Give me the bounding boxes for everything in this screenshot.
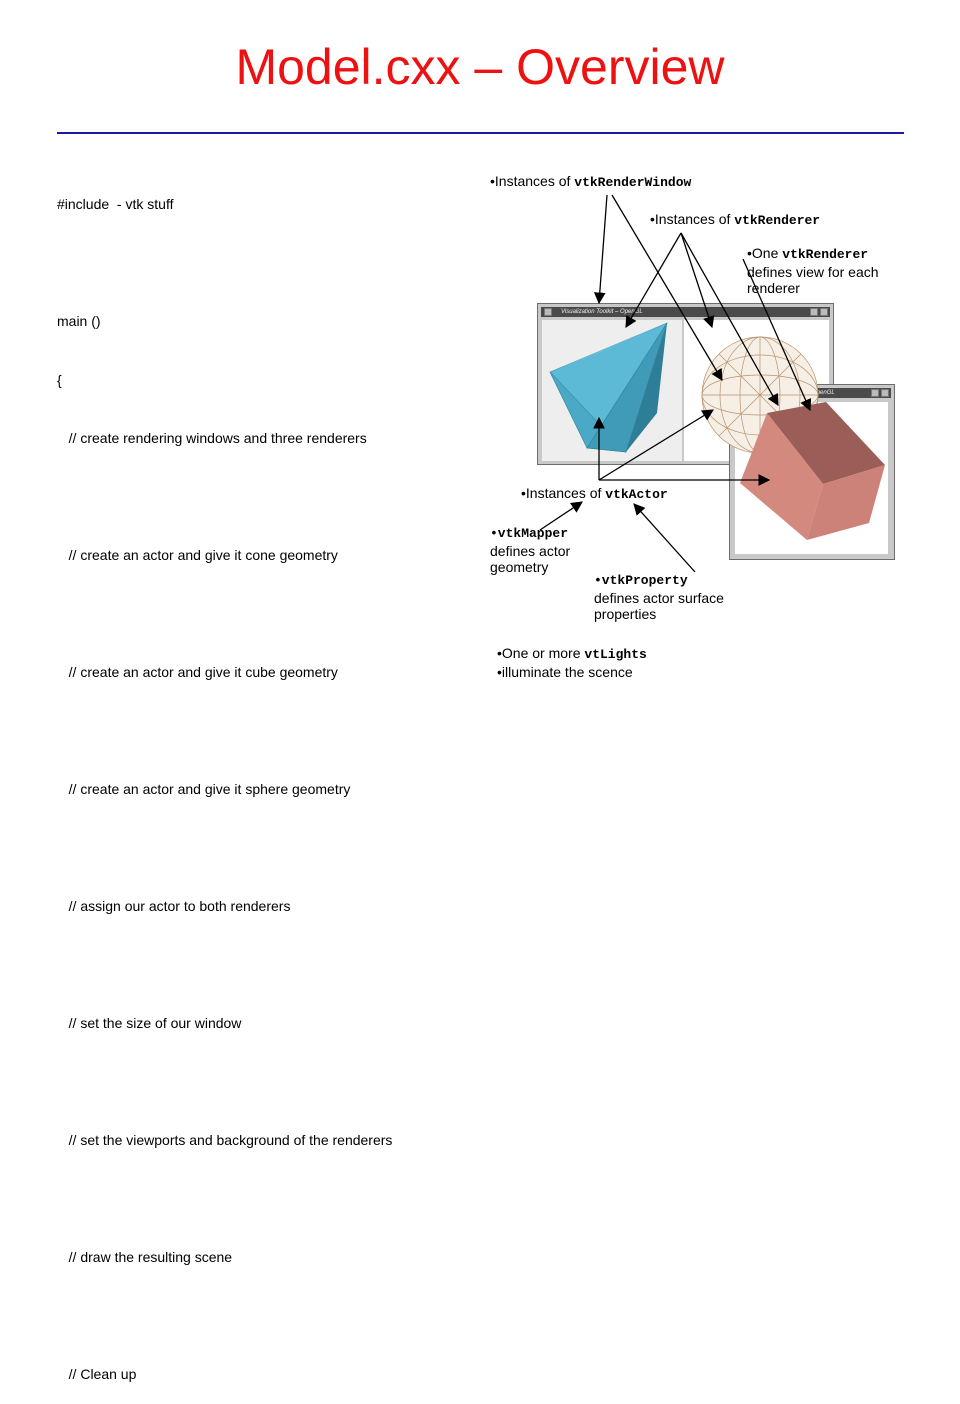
label-line: properties xyxy=(594,606,657,622)
code-line: // create an actor and give it cone geom… xyxy=(57,547,338,563)
annotation-arrows xyxy=(539,194,812,573)
label-line: renderer xyxy=(747,280,800,296)
label-mapper: •vtkMapper defines actor geometry xyxy=(490,526,570,576)
code-line: { xyxy=(57,371,62,388)
label-line: defines view for each xyxy=(747,263,879,280)
code-line: // Clean up xyxy=(57,1366,137,1382)
code-line xyxy=(57,956,392,976)
code-line xyxy=(57,722,392,742)
label-lights: •One or more vtLights •illuminate the sc… xyxy=(497,645,647,680)
window-menu-button xyxy=(544,308,552,316)
label-one-renderer: •One vtkRenderer defines view for each r… xyxy=(747,245,879,297)
label-prefix: •Instances of xyxy=(490,173,575,189)
label-prefix: •One or more xyxy=(497,645,585,661)
cone-actor xyxy=(549,322,668,453)
code-line xyxy=(57,839,392,859)
label-prefix: •Instances of xyxy=(650,211,735,227)
code-line: // create an actor and give it cube geom… xyxy=(57,664,338,680)
label-line: geometry xyxy=(490,559,549,575)
code-line: // create rendering windows and three re… xyxy=(57,430,367,446)
diagram-overlay xyxy=(539,194,885,573)
code-line: // set the size of our window xyxy=(57,1015,242,1031)
label-line: defines actor xyxy=(490,542,571,559)
code-line xyxy=(57,1190,392,1210)
code-line: // draw the resulting scene xyxy=(57,1249,233,1265)
label-code: vtkRenderer xyxy=(734,213,821,228)
label-code: vtkRenderer xyxy=(782,247,869,262)
label-code: vtkRenderWindow xyxy=(574,175,692,190)
label-property: •vtkProperty defines actor surface prope… xyxy=(594,573,724,623)
title-divider xyxy=(57,132,904,134)
code-line: #include - vtk stuff xyxy=(57,196,174,212)
window-title: Visualization Toolkit – OpenGL xyxy=(561,309,643,315)
window-minimize-button xyxy=(871,389,879,397)
label-renderer: •Instances of vtkRenderer xyxy=(650,211,820,230)
cube-actor xyxy=(740,402,885,540)
window-maximize-button xyxy=(881,389,889,397)
code-line xyxy=(57,1073,392,1093)
label-line: •illuminate the scence xyxy=(497,663,633,680)
label-prefix: •Instances of xyxy=(521,485,606,501)
label-render-window: •Instances of vtkRenderWindow xyxy=(490,173,691,192)
label-actor: •Instances of vtkActor xyxy=(521,485,668,504)
label-code: •vtkMapper xyxy=(490,526,569,541)
page-title: Model.cxx – Overview xyxy=(235,39,725,95)
label-line: defines actor surface xyxy=(594,589,724,606)
window-maximize-button xyxy=(820,308,828,316)
code-line: // create an actor and give it sphere ge… xyxy=(57,781,351,797)
window-title-bar: Visualization Toolkit – OpenGL xyxy=(541,307,830,317)
label-prefix: •One xyxy=(747,245,783,261)
label-code: vtLights xyxy=(584,647,647,662)
code-line: main () xyxy=(57,313,101,329)
label-code: •vtkProperty xyxy=(594,573,688,588)
code-line xyxy=(57,1307,392,1327)
window-minimize-button xyxy=(810,308,818,316)
code-line: // assign our actor to both renderers xyxy=(57,898,291,914)
label-code: vtkActor xyxy=(605,487,668,502)
code-line: // set the viewports and background of t… xyxy=(57,1132,393,1148)
